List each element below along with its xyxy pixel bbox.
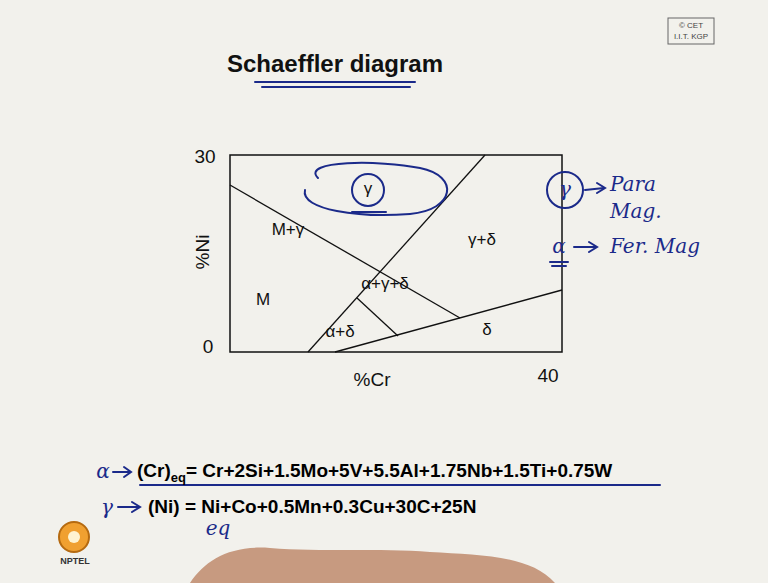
logo-text: © CET: [679, 22, 703, 31]
handwritten-note: α: [552, 235, 566, 257]
phase-label: γ+δ: [468, 231, 496, 250]
handwritten-marks: [113, 82, 660, 512]
logo-text: I.I.T. KGP: [674, 33, 708, 42]
subscript: eq: [171, 470, 186, 485]
phase-label: α+γ+δ: [361, 275, 409, 294]
nptel-emblem: [59, 522, 89, 552]
chart-frame: [230, 155, 562, 352]
equation-text: = Cr+2Si+1.5Mo+5V+5.5Al+1.75Nb+1.5Ti+0.7…: [186, 460, 612, 482]
handwritten-note: Para Mag.: [610, 171, 670, 225]
equation-row: (Cr)eq= Cr+2Si+1.5Mo+5V+5.5Al+1.75Nb+1.5…: [137, 460, 612, 482]
axis-value: 0: [203, 337, 214, 358]
phase-label: γ: [364, 180, 373, 199]
handwritten-note: γ: [101, 496, 113, 518]
equation-row: (Ni) = Ni+Co+0.5Mn+0.3Cu+30C+25N: [148, 496, 476, 518]
equation-text: (Ni) = Ni+Co+0.5Mn+0.3Cu+30C+25N: [148, 496, 476, 518]
phase-label: α+δ: [325, 323, 354, 342]
handwritten-note: Fer. Mag: [610, 235, 700, 257]
handwritten-note: γ: [559, 178, 571, 200]
axis-value: 30: [194, 147, 215, 168]
axis-title: %Cr: [354, 370, 391, 391]
slide-title: Schaeffler diagram: [227, 51, 443, 77]
presenter-hand: [190, 548, 555, 583]
handwritten-note: eq: [206, 517, 231, 539]
phase-label: M+γ: [272, 221, 305, 240]
handwritten-note: α: [96, 460, 110, 482]
logo-text: NPTEL: [60, 557, 90, 567]
phase-boundaries: [230, 155, 562, 352]
axis-title: %Ni: [193, 235, 214, 270]
phase-label: M: [256, 291, 270, 310]
phase-label: δ: [482, 321, 491, 340]
logo-frame: [668, 18, 714, 44]
equation-text: (Cr): [137, 460, 171, 482]
axis-value: 40: [537, 366, 558, 387]
